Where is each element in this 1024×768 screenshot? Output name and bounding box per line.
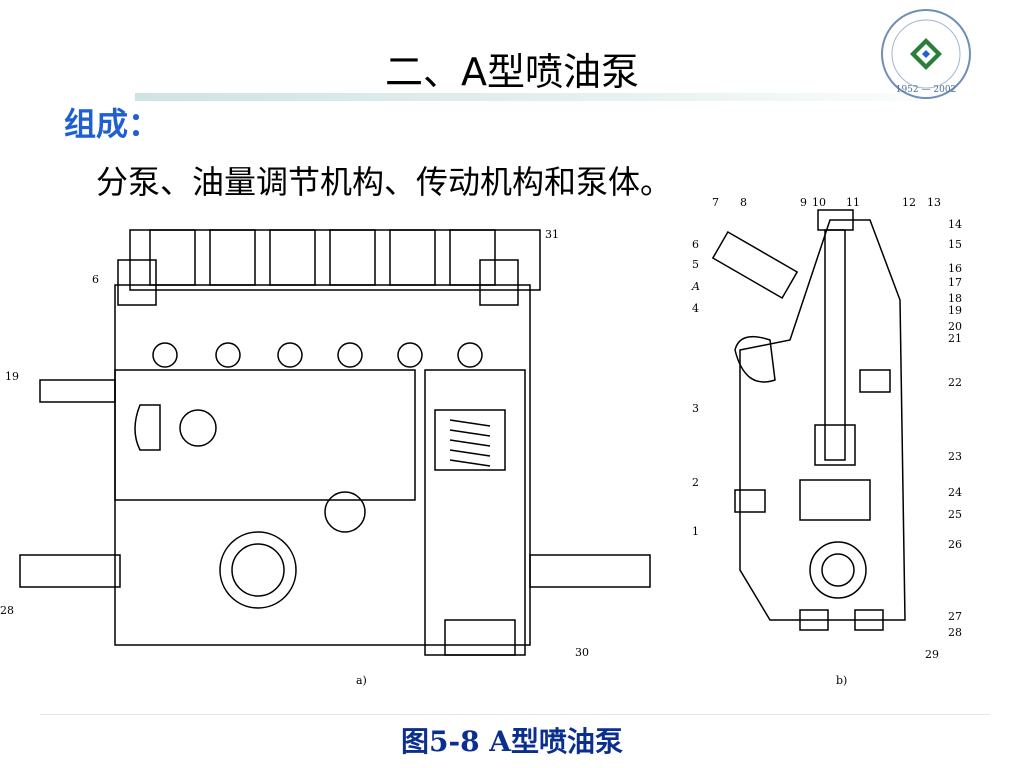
svg-text:17: 17 [948,276,962,289]
delivery-valve-holders [149,229,496,286]
university-logo: 1952 — 2002 [881,9,971,99]
svg-text:2: 2 [692,476,699,489]
svg-text:21: 21 [948,332,962,345]
svg-text:4: 4 [692,302,699,315]
callout-19a: 19 [5,370,19,383]
callout-labels: 31 6 19 28 30 7 8 9 10 11 12 13 14 15 16… [0,196,962,661]
svg-text:6: 6 [692,238,699,251]
svg-text:A: A [691,280,700,293]
slide-title: 二、A型喷油泵 [385,50,639,94]
control-rack-holes [152,342,483,368]
svg-text:11: 11 [846,196,860,209]
svg-text:19: 19 [948,304,962,317]
figure-label-b: b) [836,674,847,687]
svg-text:29: 29 [925,648,939,661]
svg-text:14: 14 [948,218,962,231]
svg-text:8: 8 [740,196,747,209]
callout-6a: 6 [92,273,99,286]
logo-year-text: 1952 — 2002 [896,85,957,95]
svg-text:3: 3 [692,402,699,415]
svg-text:1: 1 [692,525,699,538]
svg-text:9: 9 [800,196,807,209]
title-underline [135,93,975,101]
svg-text:24: 24 [948,486,962,499]
footer-divider [40,714,990,715]
figure-label-a: a) [356,674,367,687]
svg-text:10: 10 [812,196,826,209]
svg-text:28: 28 [948,626,962,639]
svg-text:23: 23 [948,450,962,463]
svg-text:20: 20 [948,320,962,333]
svg-text:13: 13 [927,196,941,209]
svg-text:5: 5 [692,258,699,271]
svg-text:25: 25 [948,508,962,521]
pump-section-view [711,209,906,631]
section-heading: 组成： [64,105,161,143]
svg-text:15: 15 [948,238,962,251]
svg-text:12: 12 [902,196,916,209]
svg-text:16: 16 [948,262,962,275]
injection-pump-diagram: 31 6 19 28 30 7 8 9 10 11 12 13 14 15 16… [0,196,962,687]
svg-text:26: 26 [948,538,962,551]
svg-text:7: 7 [712,196,719,209]
svg-text:22: 22 [948,376,962,389]
pump-front-view [19,229,651,656]
svg-text:27: 27 [948,610,962,623]
callout-31: 31 [545,228,559,241]
svg-text:18: 18 [948,292,962,305]
body-text: 分泵、油量调节机构、传动机构和泵体。 [96,163,673,201]
figure-caption: 图5-8 A型喷油泵 [400,725,624,758]
callout-28a: 28 [0,604,14,617]
callout-30: 30 [575,646,589,659]
